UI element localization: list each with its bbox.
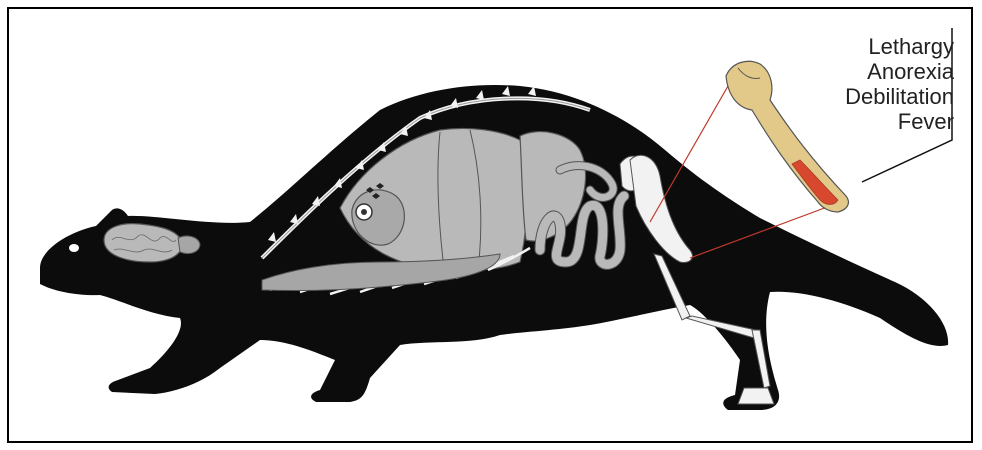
symptom-list: Lethargy Anorexia Debilitation Fever	[845, 34, 954, 134]
symptom-debilitation: Debilitation	[845, 84, 954, 109]
symptom-fever: Fever	[845, 109, 954, 134]
symptom-anorexia: Anorexia	[845, 59, 954, 84]
femur-bone	[726, 61, 848, 212]
eye	[69, 244, 79, 252]
symptom-lethargy: Lethargy	[845, 34, 954, 59]
